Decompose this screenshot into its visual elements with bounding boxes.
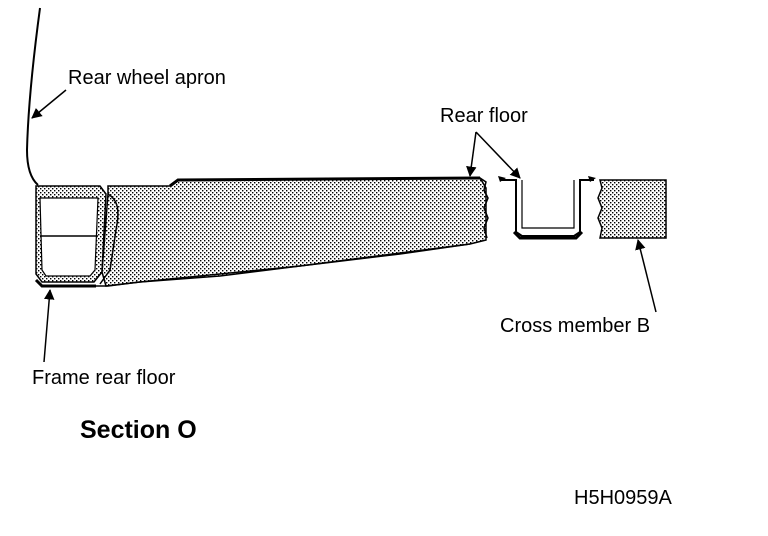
label-cross-member-b: Cross member B	[500, 315, 651, 337]
rear-wheel-apron-leader	[31, 89, 67, 119]
rear-floor-shape	[101, 177, 487, 287]
label-rear-floor: Rear floor	[440, 105, 528, 127]
cross-member-b-leader	[635, 238, 657, 313]
frame-rear-floor-leader	[43, 288, 55, 363]
cross-member-b-shape	[597, 179, 667, 239]
section-title: Section O	[80, 416, 197, 444]
label-rear-wheel-apron: Rear wheel apron	[68, 67, 226, 89]
cross-member-channel	[500, 179, 594, 237]
figure-code: H5H0959A	[574, 487, 672, 509]
rear-floor-leader-right	[475, 131, 521, 179]
rear-wheel-apron-line	[25, 7, 41, 186]
rear-floor-leader-left	[466, 131, 477, 178]
label-frame-rear-floor: Frame rear floor	[32, 367, 176, 389]
